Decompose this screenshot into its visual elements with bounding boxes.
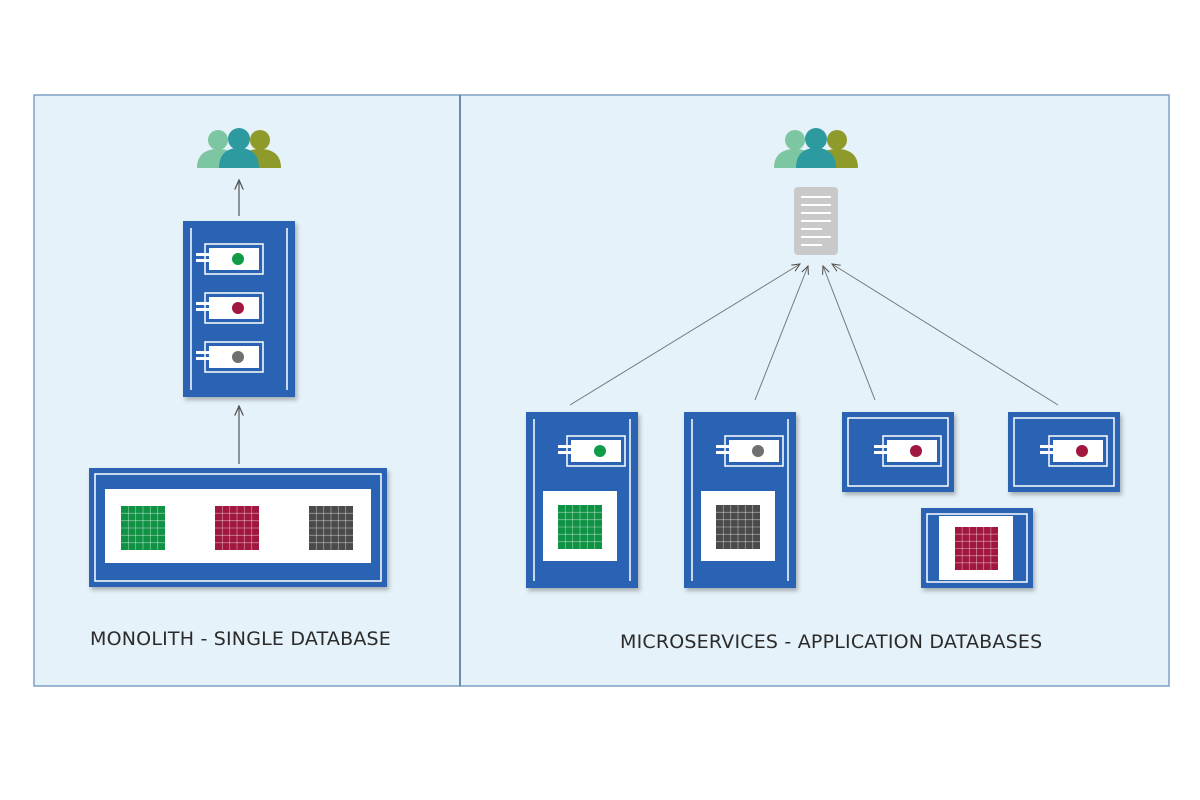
- microservice-1: [526, 412, 638, 588]
- database-grid-icon: [716, 505, 760, 549]
- microservice-2: [684, 412, 796, 588]
- monolith-application: [183, 221, 295, 397]
- module-component-icon: [558, 435, 626, 467]
- microservice-3: [842, 412, 954, 492]
- microservice-4: [1008, 412, 1120, 492]
- monolith-caption: MONOLITH - SINGLE DATABASE: [90, 628, 392, 650]
- monolith-database: [89, 468, 387, 587]
- module-component-icon: [196, 292, 264, 324]
- users-group-icon: [774, 128, 858, 168]
- arrow-service-4: [832, 264, 1059, 406]
- microservices-caption: MICROSERVICES - APPLICATION DATABASES: [620, 631, 1043, 653]
- database-grid-icon: [121, 506, 165, 550]
- gateway-arrows: [569, 264, 1059, 406]
- module-component-icon: [1040, 435, 1108, 467]
- module-component-icon: [716, 435, 784, 467]
- users-group-icon: [197, 128, 281, 168]
- module-component-icon: [196, 341, 264, 373]
- database-grid-icon: [558, 505, 602, 549]
- module-component-icon: [196, 243, 264, 275]
- microservices-panel: [459, 94, 1170, 687]
- module-component-icon: [874, 435, 942, 467]
- arrow-service-1: [569, 264, 800, 406]
- database-grid-icon: [215, 506, 259, 550]
- microservice-3-database: [921, 508, 1033, 588]
- arrow-service-2: [754, 266, 808, 401]
- database-grid-icon: [955, 527, 998, 570]
- database-grid-icon: [309, 506, 353, 550]
- server-document-icon: [794, 187, 838, 255]
- arrow-service-3: [823, 266, 876, 401]
